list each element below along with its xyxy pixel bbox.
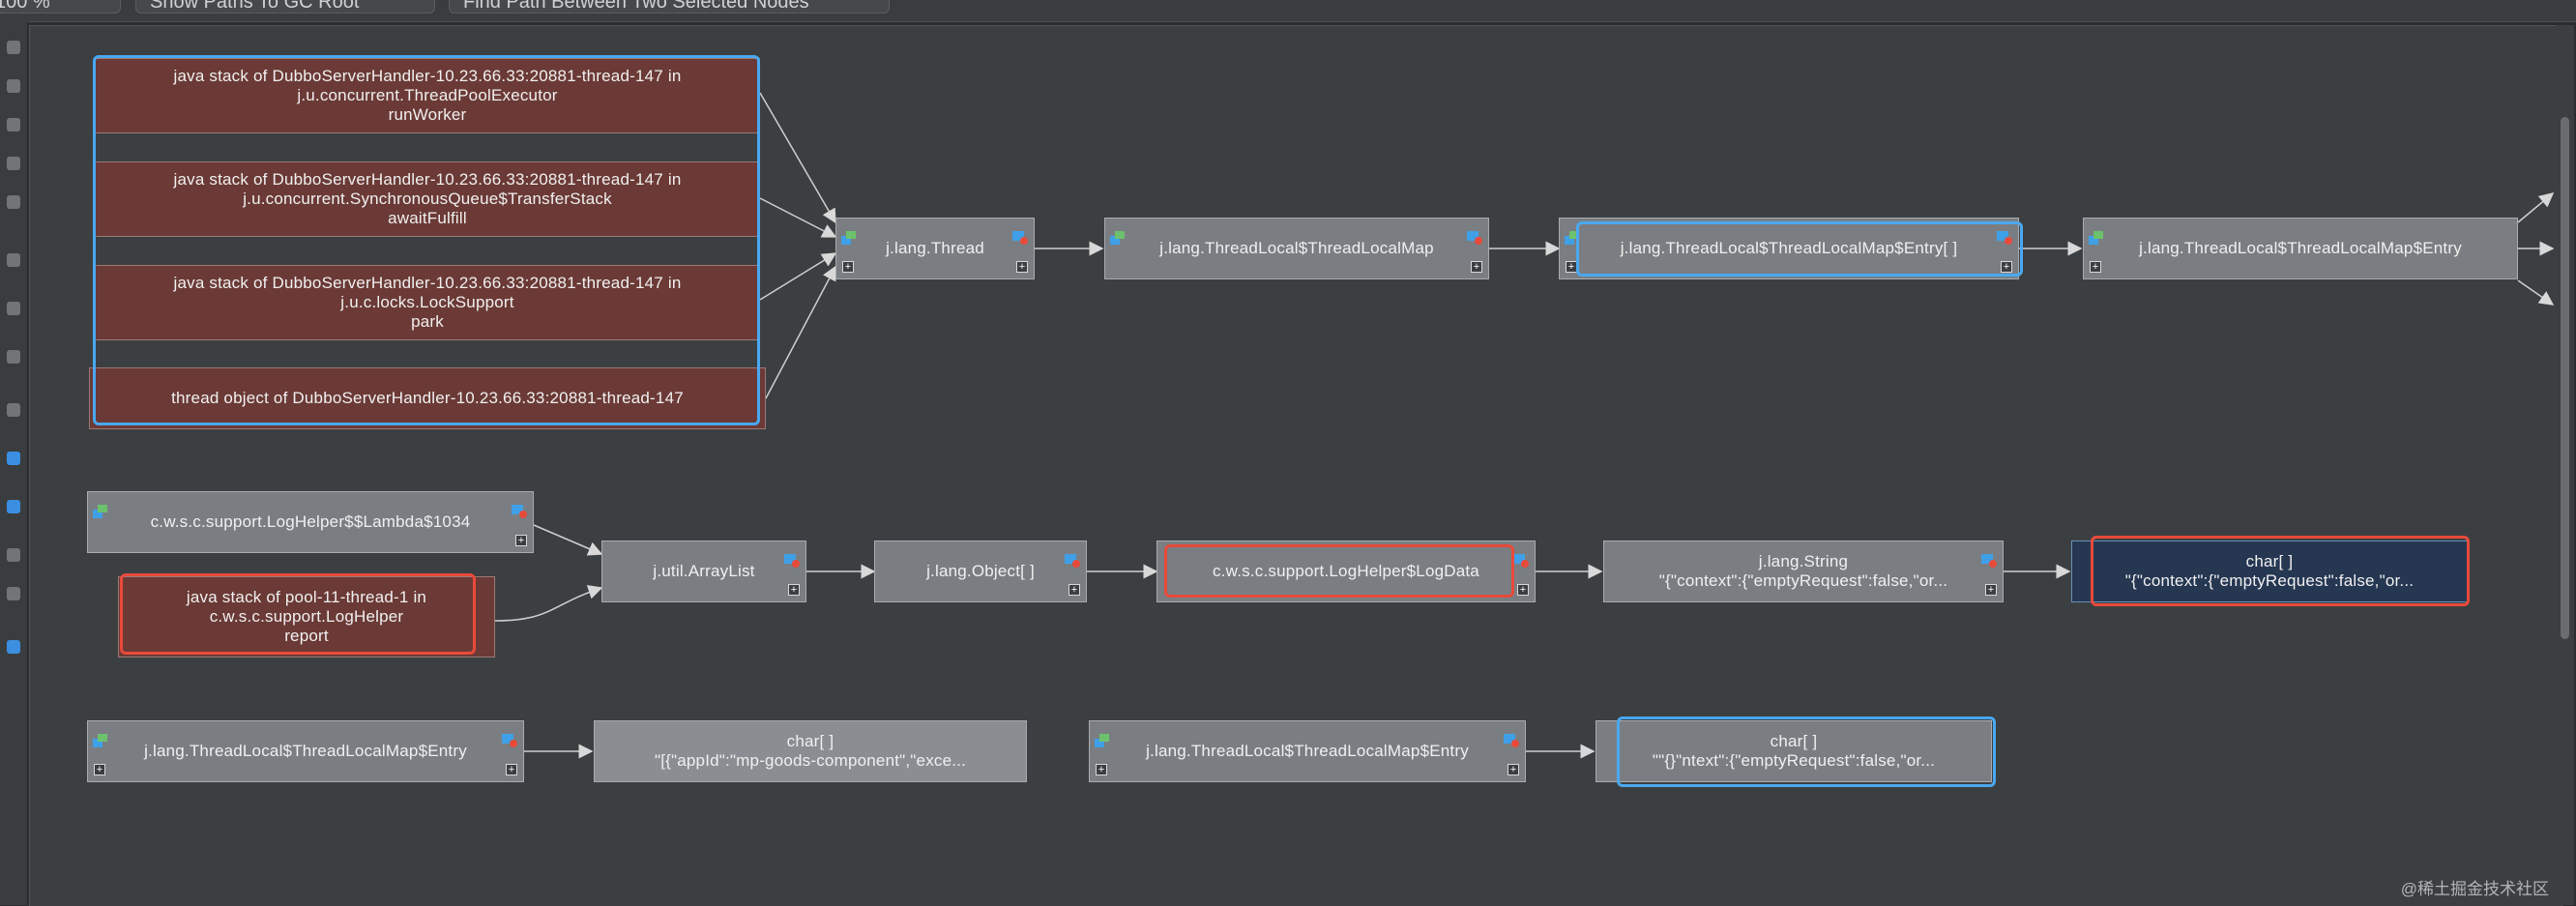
pool-stack-node[interactable]: java stack of pool-11-thread-1 in c.w.s.…	[118, 576, 495, 658]
expand-icon[interactable]: +	[1471, 261, 1482, 273]
tool-icon-14[interactable]	[7, 640, 20, 654]
expand-icon[interactable]: +	[842, 261, 854, 273]
entry-node-row1[interactable]: + j.lang.ThreadLocal$ThreadLocalMap$Entr…	[2083, 218, 2518, 279]
entry-array-node[interactable]: + + j.lang.ThreadLocal$ThreadLocalMap$En…	[1559, 218, 2019, 279]
watermark: @稀土掘金技术社区	[2400, 880, 2549, 898]
expand-icon[interactable]: +	[1985, 584, 1997, 596]
expand-icon[interactable]: +	[2090, 261, 2101, 273]
gc-root-icon	[1981, 553, 1997, 568]
gc-root-icon	[1467, 230, 1482, 245]
expand-icon[interactable]: +	[1566, 261, 1577, 273]
expand-icon[interactable]: +	[1096, 764, 1107, 775]
tool-icon-10[interactable]	[7, 452, 20, 465]
class-icon	[2089, 230, 2104, 245]
gc-root-icon	[1997, 230, 2012, 245]
gc-root-icon	[1504, 733, 1519, 747]
tool-icon-6[interactable]	[7, 253, 20, 267]
vertical-scrollbar[interactable]	[2557, 25, 2574, 905]
char-array-node-row3a[interactable]: char[ ] "[{"appId":"mp-goods-component",…	[594, 720, 1027, 782]
expand-icon[interactable]: +	[1068, 584, 1080, 596]
left-tool-strip	[0, 21, 28, 905]
expand-icon[interactable]: +	[1016, 261, 1028, 273]
tool-icon-3[interactable]	[7, 118, 20, 132]
arraylist-node[interactable]: + j.util.ArrayList	[601, 541, 806, 602]
object-array-node[interactable]: + j.lang.Object[ ]	[874, 541, 1087, 602]
expand-icon[interactable]: +	[2001, 261, 2012, 273]
tool-icon-12[interactable]	[7, 548, 20, 562]
gc-root-icon	[512, 504, 527, 518]
char-array-node-row2[interactable]: char[ ] "{"context":{"emptyRequest":fals…	[2071, 541, 2468, 602]
gc-root-icon	[502, 733, 517, 747]
tool-icon-9[interactable]	[7, 403, 20, 417]
tool-icon-2[interactable]	[7, 79, 20, 93]
expand-icon[interactable]: +	[788, 584, 800, 596]
class-icon	[1095, 733, 1110, 747]
java-stack-node-awaitfulfill[interactable]: java stack of DubboServerHandler-10.23.6…	[95, 161, 760, 237]
class-icon	[93, 504, 108, 518]
tool-icon-5[interactable]	[7, 195, 20, 209]
gc-root-icon	[1513, 553, 1529, 568]
gc-root-icon	[1012, 230, 1028, 245]
expand-icon[interactable]: +	[94, 764, 105, 775]
expand-icon[interactable]: +	[515, 535, 527, 546]
zoom-dropdown[interactable]: 100 %	[0, 0, 121, 14]
scrollbar-thumb[interactable]	[2561, 117, 2569, 639]
class-icon	[1565, 230, 1580, 245]
toolbar: 100 % Show Paths To GC Root Find Path Be…	[0, 0, 2576, 22]
gc-root-icon	[784, 553, 800, 568]
expand-icon[interactable]: +	[506, 764, 517, 775]
class-icon	[93, 733, 108, 747]
char-array-node-row3b[interactable]: char[ ] ""{}"ntext":{"emptyRequest":fals…	[1595, 720, 1992, 782]
expand-icon[interactable]: +	[1517, 584, 1529, 596]
entry-node-row3b[interactable]: + + j.lang.ThreadLocal$ThreadLocalMap$En…	[1089, 720, 1526, 782]
gc-root-icon	[1065, 553, 1080, 568]
logdata-node[interactable]: + c.w.s.c.support.LogHelper$LogData	[1156, 541, 1536, 602]
entry-node-row3a[interactable]: + + j.lang.ThreadLocal$ThreadLocalMap$En…	[87, 720, 524, 782]
tool-icon-11[interactable]	[7, 500, 20, 513]
string-node[interactable]: + j.lang.String "{"context":{"emptyReque…	[1603, 541, 2004, 602]
tool-icon-7[interactable]	[7, 302, 20, 315]
tool-icon-1[interactable]	[7, 41, 20, 54]
class-icon	[1110, 230, 1126, 245]
tool-icon-4[interactable]	[7, 157, 20, 170]
show-paths-to-gc-root-button[interactable]: Show Paths To GC Root	[135, 0, 435, 14]
lambda-node[interactable]: + c.w.s.c.support.LogHelper$$Lambda$1034	[87, 491, 534, 553]
java-stack-node-park[interactable]: java stack of DubboServerHandler-10.23.6…	[95, 265, 760, 340]
thread-node[interactable]: + + j.lang.Thread	[835, 218, 1035, 279]
tool-icon-8[interactable]	[7, 350, 20, 364]
find-path-between-nodes-button[interactable]: Find Path Between Two Selected Nodes	[449, 0, 890, 14]
tool-icon-13[interactable]	[7, 587, 20, 600]
java-stack-node-runworker[interactable]: java stack of DubboServerHandler-10.23.6…	[95, 58, 760, 133]
threadlocalmap-node[interactable]: + j.lang.ThreadLocal$ThreadLocalMap	[1104, 218, 1489, 279]
class-icon	[841, 230, 857, 245]
expand-icon[interactable]: +	[1508, 764, 1519, 775]
thread-object-node[interactable]: thread object of DubboServerHandler-10.2…	[89, 367, 766, 429]
